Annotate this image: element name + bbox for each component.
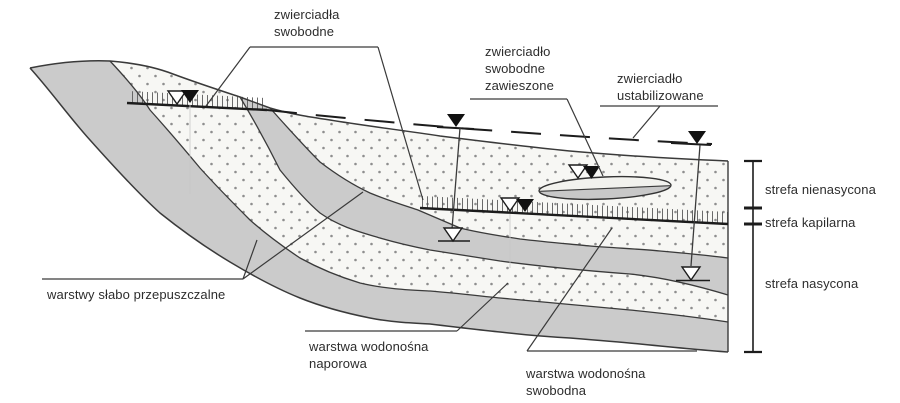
label-line: zwierciadło [485,44,551,59]
label-stabilized-water-table: zwierciadło ustabilizowane [617,70,704,104]
piezometric-seat-right [670,142,712,146]
zone-bracket [744,159,762,354]
perched-marker-open-icon [567,164,589,180]
section-bottom-line [29,67,729,353]
borehole-line-right [690,144,701,267]
water-table-main-line [419,206,729,226]
label-line: swobodne [485,61,546,76]
label-capillary-zone: strefa kapilarna [765,215,856,230]
main-wt-marker-open-icon [499,197,521,213]
main-wt-marker-filled-icon [516,199,534,212]
label-line: zwierciadło [617,71,683,86]
perched-marker-filled-icon [583,166,600,179]
layer-boundary-c [239,96,729,296]
label-line: naporowa [309,356,367,371]
impermeable-layer-lower [30,60,728,352]
label-saturated-zone: strefa nasycona [765,276,859,291]
struck-water-marker-left-icon [442,227,464,243]
label-perched-water-table: zwierciadło swobodne zawieszone [485,43,554,94]
label-low-permeability-layers: warstwy słabo przepuszczalne [47,287,226,302]
label-line: warstwa wodonośna [526,366,646,381]
struck-water-marker-right-icon [680,266,702,282]
capillary-fringe-left [128,91,266,110]
label-line: warstwa wodonośna [309,339,429,354]
impermeable-layer-upper [240,97,728,295]
ground-surface-line [29,60,729,162]
piezometric-marker-right-icon [688,131,706,144]
label-unsaturated-zone: strefa nienasycona [765,182,876,197]
piezometric-seat-left [436,126,475,130]
label-line: swobodna [526,383,587,398]
borehole-line-left [451,127,461,230]
piezometric-marker-left-icon [447,114,465,127]
label-line: zwierciadła [274,7,340,22]
water-table-outcrop-line [126,101,268,112]
label-unconfined-aquifer: warstwa wodonośna swobodna [526,365,646,399]
label-line: zawieszone [485,78,554,93]
capillary-fringe-main [422,196,728,225]
water-table-marker-filled-icon [181,90,199,103]
label-free-water-tables: zwierciadła swobodne [274,6,339,40]
label-leaders [42,46,718,352]
label-line: ustabilizowane [617,88,704,103]
layer-boundary-b [109,60,729,323]
water-table-marker-open-icon [166,90,188,106]
label-confined-aquifer: warstwa wodonośna naporowa [309,338,429,372]
label-line: swobodne [274,24,335,39]
